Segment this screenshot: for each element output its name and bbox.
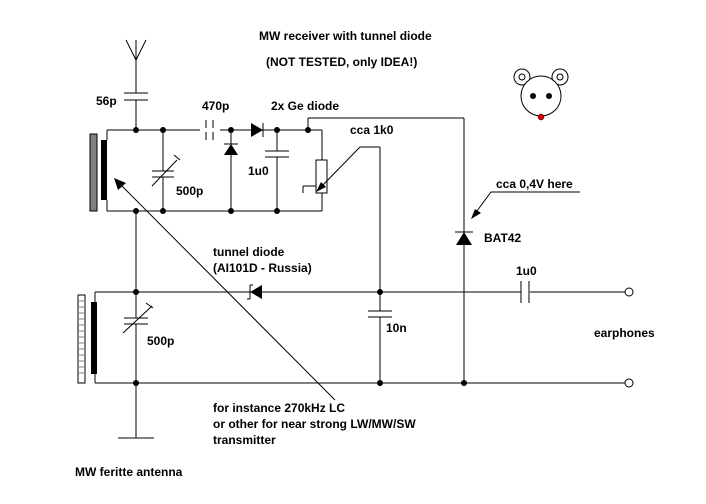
- potentiometer-1k0: [302, 129, 328, 211]
- junction-dots: [133, 127, 467, 386]
- label-tunnel-diode: tunnel diode: [213, 245, 285, 259]
- note-arrow: [114, 178, 336, 401]
- label-500p-lower: 500p: [147, 334, 174, 348]
- earphone-terminal-bottom: [624, 378, 634, 388]
- label-tunnel-part: (AI101D - Russia): [213, 261, 312, 275]
- mouse-face-icon: [513, 68, 569, 121]
- upper-coil-icon: [89, 133, 107, 212]
- ferrite-antenna-icon: [77, 294, 97, 384]
- label-56p: 56p: [96, 94, 117, 108]
- note-line-1: for instance 270kHz LC: [213, 401, 345, 415]
- bat42-wire: [307, 117, 465, 383]
- ge-diode-series: [240, 123, 280, 137]
- tunnel-diode-symbol: [247, 284, 262, 300]
- capacitor-56p: [124, 92, 148, 130]
- diagram-subtitle: (NOT TESTED, only IDEA!): [266, 55, 417, 69]
- diagram-title: MW receiver with tunnel diode: [259, 29, 432, 43]
- label-voltage: cca 0,4V here: [496, 177, 573, 191]
- capacitor-1u0-filter: [265, 130, 289, 211]
- antenna-icon: [125, 39, 147, 93]
- variable-capacitor-lower: [122, 292, 154, 383]
- capacitor-10n: [368, 147, 392, 383]
- capacitor-1u0-output: [520, 281, 530, 303]
- label-bat42: BAT42: [484, 231, 521, 245]
- lower-wiring: [94, 291, 625, 439]
- label-500p-upper: 500p: [176, 184, 203, 198]
- bat42-diode: [455, 231, 473, 245]
- label-1u0-filter: 1u0: [248, 164, 269, 178]
- label-earphones: earphones: [594, 326, 655, 340]
- label-ferrite-antenna: MW feritte antenna: [75, 465, 183, 479]
- earphone-terminal-top: [624, 287, 634, 297]
- pot-annotation-arrow: [316, 146, 380, 192]
- note-line-2: or other for near strong LW/MW/SW: [213, 417, 416, 431]
- upper-lc-tank: [106, 129, 322, 212]
- label-470p: 470p: [202, 99, 229, 113]
- label-pot: cca 1k0: [350, 123, 394, 137]
- label-ge-diodes: 2x Ge diode: [271, 99, 339, 113]
- label-1u0-output: 1u0: [516, 264, 537, 278]
- capacitor-470p: [200, 120, 220, 140]
- voltage-annotation-arrow: [471, 191, 580, 219]
- label-10n: 10n: [386, 321, 407, 335]
- ge-diode-shunt: [224, 130, 238, 211]
- variable-capacitor-upper: [151, 130, 181, 211]
- note-line-3: transmitter: [213, 433, 276, 447]
